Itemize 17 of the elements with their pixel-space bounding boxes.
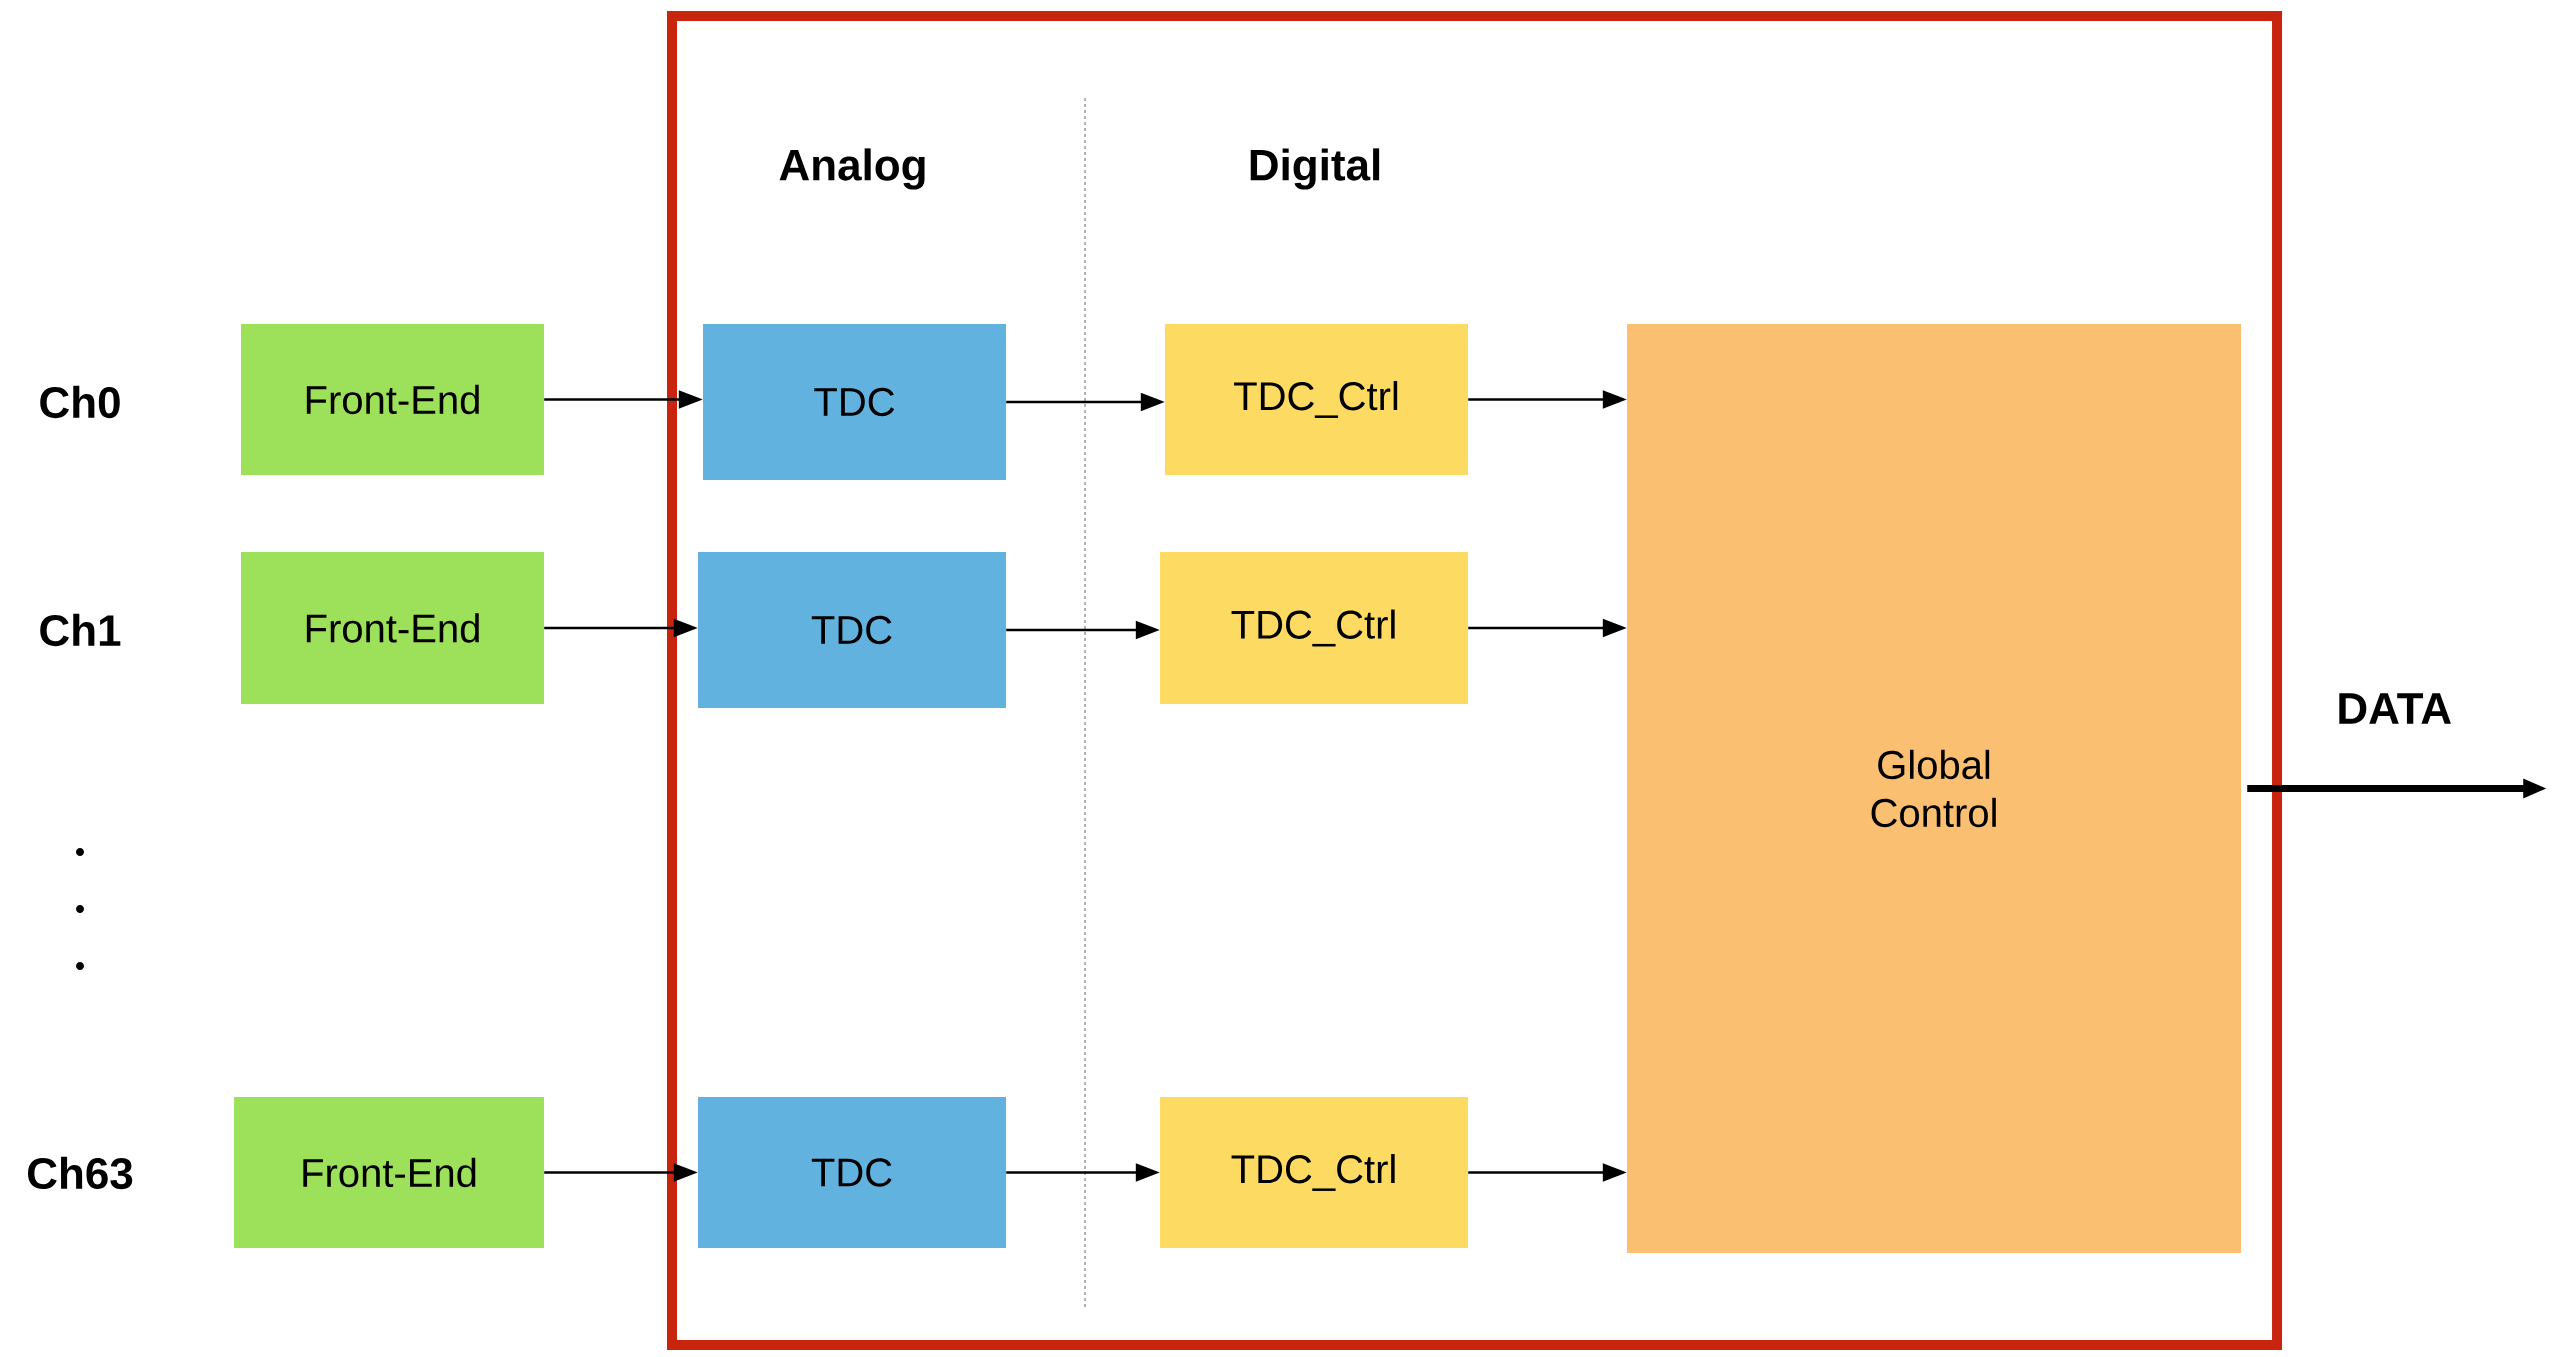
controller-box: TDC_Ctrl [1160,552,1468,704]
tdc-box: TDC [698,1097,1006,1248]
controller-box: TDC_Ctrl [1165,324,1468,475]
tdc-box: TDC [703,324,1006,480]
channel-label: Ch63 [28,1156,133,1190]
chip-border [667,11,2283,1350]
section-heading: Analog [779,148,925,190]
section-heading: Digital [1250,148,1380,190]
front-end-box: Front-End [234,1097,544,1248]
edge-label: DATA [2339,693,2451,724]
front-end-box: Front-End [241,552,544,704]
channel-label: Ch1 [40,613,121,647]
controller-box: TDC_Ctrl [1160,1097,1468,1248]
front-end-box: Front-End [241,324,544,475]
global-control-box: Global Control [1627,324,2242,1253]
channel-label: Ch0 [40,385,120,419]
tdc-box: TDC [698,552,1006,708]
